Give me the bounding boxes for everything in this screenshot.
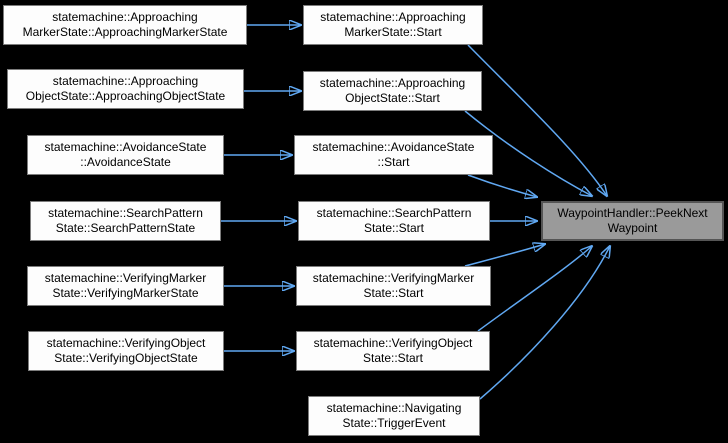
node-approaching-marker-state-ctor[interactable]: statemachine::Approaching MarkerState::A…	[3, 5, 247, 45]
node-approaching-object-state-start[interactable]: statemachine::Approaching ObjectState::S…	[303, 71, 482, 111]
node-search-pattern-state-ctor[interactable]: statemachine::SearchPattern State::Searc…	[30, 201, 221, 241]
node-verifying-object-state-ctor[interactable]: statemachine::VerifyingObject State::Ver…	[28, 331, 224, 371]
edge-start-to-peek	[467, 174, 537, 197]
node-verifying-object-state-start[interactable]: statemachine::VerifyingObject State::Sta…	[296, 331, 490, 371]
edge-start-to-peek	[467, 44, 607, 196]
node-verifying-marker-state-start[interactable]: statemachine::VerifyingMarker State::Sta…	[296, 266, 491, 306]
node-waypoint-handler-peek-next-waypoint: WaypointHandler::PeekNext Waypoint	[541, 201, 724, 241]
edge-start-to-peek	[464, 244, 545, 267]
edge-start-to-peek	[477, 246, 592, 332]
node-approaching-object-state-ctor[interactable]: statemachine::Approaching ObjectState::A…	[7, 69, 244, 109]
node-avoidance-state-ctor[interactable]: statemachine::AvoidanceState ::Avoidance…	[27, 135, 224, 175]
edge-start-to-peek	[464, 110, 592, 196]
node-search-pattern-state-start[interactable]: statemachine::SearchPattern State::Start	[298, 201, 490, 241]
node-avoidance-state-start[interactable]: statemachine::AvoidanceState ::Start	[294, 135, 493, 175]
edge-start-to-peek	[479, 246, 610, 400]
node-verifying-marker-state-ctor[interactable]: statemachine::VerifyingMarker State::Ver…	[27, 266, 224, 306]
node-navigating-state-trigger-event[interactable]: statemachine::Navigating State::TriggerE…	[308, 396, 480, 436]
node-approaching-marker-state-start[interactable]: statemachine::Approaching MarkerState::S…	[303, 5, 483, 45]
